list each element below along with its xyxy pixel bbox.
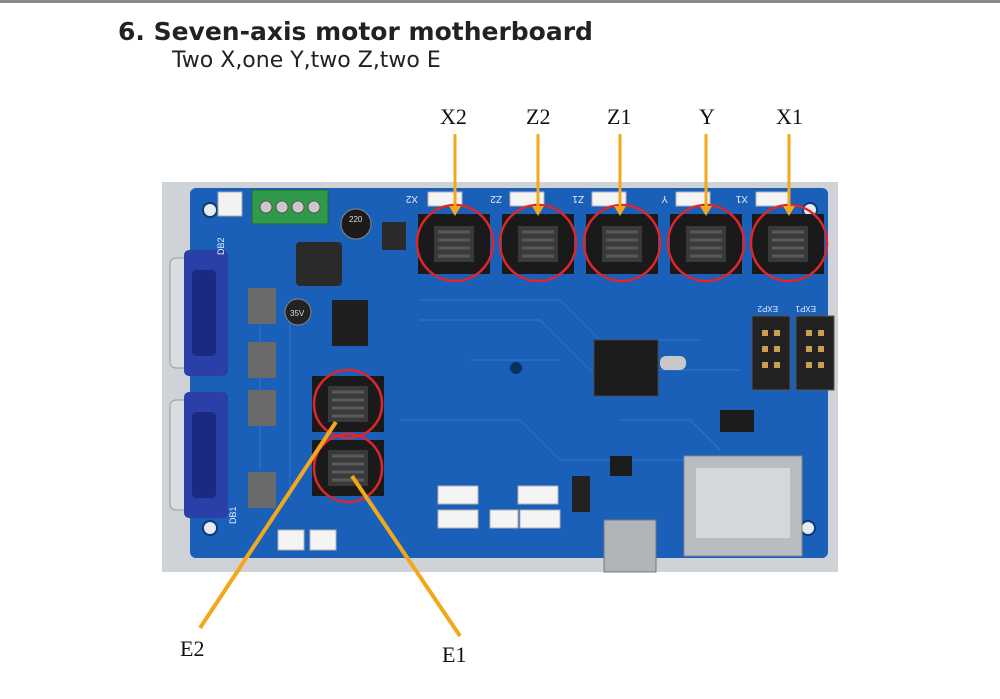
silk-z1: Z1 [572,193,584,204]
connector-small-topleft [217,191,243,217]
highlight-circle-e1 [312,432,384,504]
silk-cap2: 35V [290,309,305,318]
vga-connector-bottom [169,392,228,518]
silk-db2: DB2 [216,237,226,255]
pin-header [572,476,590,512]
label-z1: Z1 [607,104,632,129]
arrowhead-z1 [614,206,626,216]
stepper-driver-e2 [312,376,384,432]
silk-db1: DB1 [228,506,238,524]
stepper-driver-z2 [502,214,574,274]
page-subtitle: Two X,one Y,two Z,two E [172,48,441,73]
callout-arrows [198,134,795,638]
vga-connector-top [169,250,228,376]
capacitor-1 [340,208,372,240]
silk-x2: X2 [405,193,418,204]
stepper-driver-x2 [418,214,490,274]
arrowhead-x1 [783,206,795,216]
highlight-circles [312,203,829,504]
mosfets [248,288,276,508]
label-x1: X1 [776,104,803,129]
ic-tiny [610,456,632,476]
silk-x1: X1 [735,193,748,204]
label-z2: Z2 [526,104,551,129]
crystal-oscillator [660,356,686,370]
silk-cap1: 220 [349,215,363,224]
stepper-driver-x1 [752,214,824,274]
usb-connector [603,519,657,573]
label-e1: E1 [442,642,467,667]
inductor [296,242,342,286]
stepper-driver-y [670,214,742,274]
silk-exp1: EXP1 [795,304,816,313]
arrowhead-y [700,206,712,216]
exp-headers [751,315,835,391]
silk-exp2: EXP2 [757,304,778,313]
highlight-circle-z1 [582,203,662,283]
label-e2: E2 [180,636,205,661]
regulator-top [382,222,406,250]
highlight-circle-e2 [312,368,384,440]
center-hole [510,362,522,374]
arrow-e2 [198,420,338,630]
microcontroller-chip [593,339,659,397]
ic-small [720,410,754,432]
endstop-connectors [277,485,561,551]
capacitor-2 [284,298,312,326]
stepper-driver-z1 [586,214,658,274]
label-x2: X2 [440,104,467,129]
page-title: 6. Seven-axis motor motherboard [118,17,593,46]
top-divider [0,0,1000,3]
power-terminal [251,189,329,225]
arrowhead-z2 [532,206,544,216]
silk-z2: Z2 [490,193,502,204]
chip-regulator [332,300,368,346]
stepper-driver-e1 [312,440,384,496]
label-y: Y [699,104,715,129]
sd-card-slot [683,455,803,557]
silk-y: Y [661,193,668,204]
arrowhead-x2 [449,206,461,216]
arrow-e1 [350,474,462,638]
